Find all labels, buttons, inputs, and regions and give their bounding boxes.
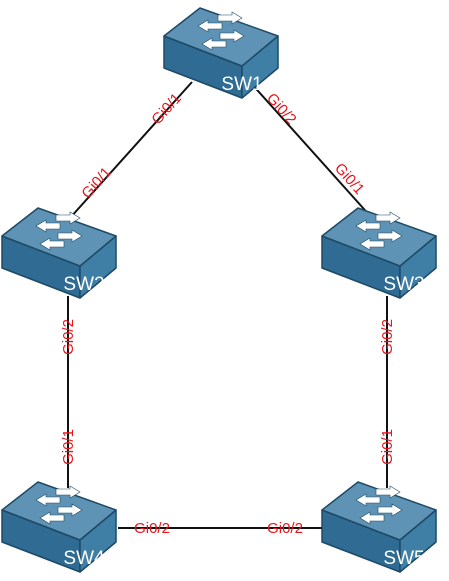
- port-label-sw2-sw4-a: Gi0/2: [60, 319, 77, 355]
- switch-label-sw5: SW5: [383, 548, 424, 569]
- switch-sw1: SW1: [163, 7, 279, 99]
- port-label-sw3-sw5-b: Gi0/1: [379, 429, 396, 465]
- switch-label-sw1: SW1: [221, 74, 262, 95]
- switch-label-sw2: SW2: [63, 274, 104, 295]
- switch-label-sw3: SW3: [383, 274, 424, 295]
- port-label-sw4-sw5-b: Gi0/2: [267, 520, 303, 537]
- link-sw1-sw3: [249, 81, 373, 219]
- port-label-sw2-sw4-b: Gi0/1: [60, 429, 77, 465]
- switch-sw4: SW4: [1, 481, 117, 573]
- links-layer: [67, 81, 388, 529]
- link-sw1-sw2: [69, 81, 193, 219]
- port-labels-layer: Gi0/1 Gi0/1 Gi0/2 Gi0/1 Gi0/2 Gi0/1 Gi0/…: [60, 90, 396, 537]
- port-label-sw1-sw3-a: Gi0/2: [263, 90, 300, 128]
- port-label-sw3-sw5-a: Gi0/2: [379, 319, 396, 355]
- switch-sw3: SW3: [321, 207, 437, 299]
- switch-sw5: SW5: [321, 481, 437, 573]
- switch-sw2: SW2: [1, 207, 117, 299]
- port-label-sw1-sw2-b: Gi0/1: [78, 164, 115, 202]
- switch-label-sw4: SW4: [63, 548, 105, 569]
- port-label-sw4-sw5-a: Gi0/2: [134, 520, 170, 537]
